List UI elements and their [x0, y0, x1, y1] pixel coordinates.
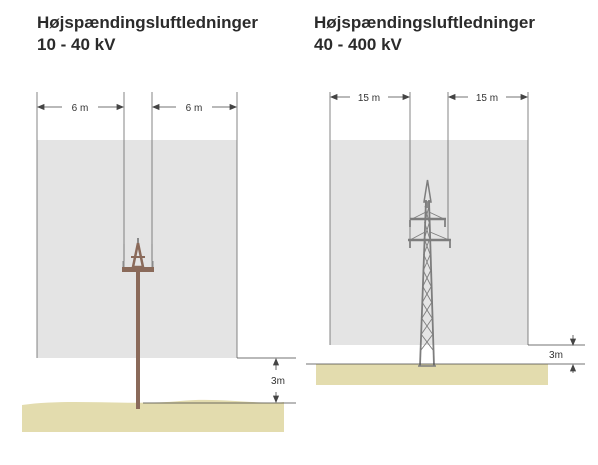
title-left-line2: 10 - 40 kV: [37, 35, 116, 54]
left-height-label: 3m: [271, 376, 285, 387]
left-width-label-right: 6 m: [186, 103, 203, 114]
right-insulators: [409, 202, 451, 248]
right-width-label-right: 15 m: [476, 93, 498, 104]
right-pylon: [408, 179, 451, 367]
right-zone-lines: [329, 92, 529, 345]
title-left: Højspændingsluftledninger 10 - 40 kV: [37, 12, 258, 56]
right-height-label: 3m: [549, 350, 563, 361]
left-zone-lines: [36, 92, 238, 358]
left-height-dimension: [143, 357, 296, 404]
right-safety-zone: [330, 140, 528, 345]
left-pole: [122, 238, 154, 409]
left-width-label-left: 6 m: [72, 103, 89, 114]
right-width-label-left: 15 m: [358, 93, 380, 104]
right-width-dimension: [329, 93, 529, 101]
title-right-line1: Højspændingsluftledninger: [314, 13, 535, 32]
right-height-dimension: [306, 335, 585, 373]
left-diagram: 6 m 6 m 3: [22, 92, 296, 432]
left-conductor-marks: [123, 244, 153, 261]
left-ground: [22, 399, 284, 432]
right-ground: [316, 364, 548, 385]
title-right: Højspændingsluftledninger 40 - 400 kV: [314, 12, 535, 56]
title-left-line1: Højspændingsluftledninger: [37, 13, 258, 32]
right-diagram: 15 m 15 m: [306, 92, 585, 385]
left-width-dimension: [36, 103, 238, 111]
title-right-line2: 40 - 400 kV: [314, 35, 402, 54]
